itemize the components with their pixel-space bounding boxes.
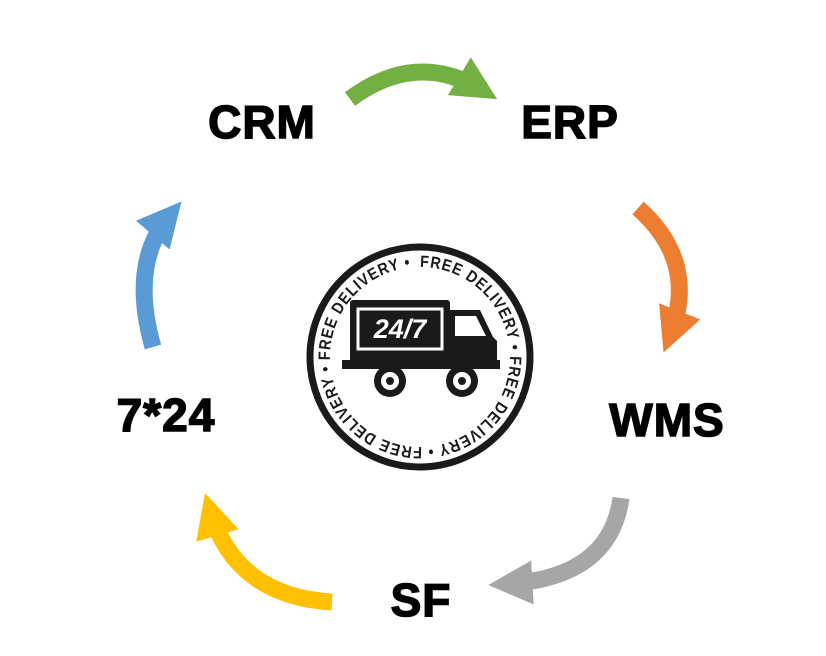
free-delivery-badge: FREE DELIVERY • FREE DELIVERY • FREE DEL…	[306, 243, 534, 471]
arrow-crm-to-erp	[344, 57, 498, 106]
node-label-crm: CRM	[207, 95, 316, 149]
arrow-erp-to-wms	[632, 201, 701, 353]
node-label-sf: SF	[390, 573, 452, 627]
badge-outer-ring	[306, 243, 534, 471]
arrow-sf-to-724	[196, 493, 333, 611]
delivery-truck-icon: 24/7	[342, 300, 500, 397]
arrow-724-to-crm	[135, 201, 182, 350]
node-label-wms: WMS	[609, 393, 725, 447]
truck-24-7-label: 24/7	[373, 314, 429, 344]
node-label-erp: ERP	[520, 95, 619, 149]
arrow-wms-to-sf	[488, 496, 630, 605]
node-label-724: 7*24	[116, 388, 216, 442]
